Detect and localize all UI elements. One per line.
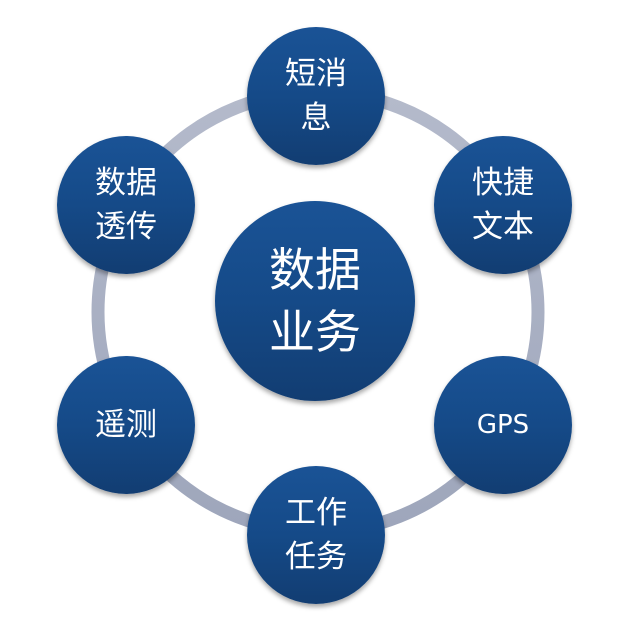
node-label: GPS bbox=[476, 410, 530, 440]
node-gps: GPS bbox=[434, 356, 572, 494]
node-label: 数据透传 bbox=[95, 165, 157, 245]
node-work-task: 工作任务 bbox=[247, 466, 385, 604]
node-quick-text: 快捷文本 bbox=[434, 136, 572, 274]
node-data-passthrough: 数据透传 bbox=[57, 136, 195, 274]
node-label: 快捷文本 bbox=[472, 165, 534, 245]
node-label: 工作任务 bbox=[285, 495, 347, 575]
center-node-data-services: 数据业务 bbox=[215, 201, 415, 401]
node-label: 短消息 bbox=[285, 56, 347, 136]
node-sms: 短消息 bbox=[247, 27, 385, 165]
node-label: 遥测 bbox=[95, 407, 157, 443]
center-label: 数据业务 bbox=[269, 243, 361, 359]
node-telemetry: 遥测 bbox=[57, 356, 195, 494]
